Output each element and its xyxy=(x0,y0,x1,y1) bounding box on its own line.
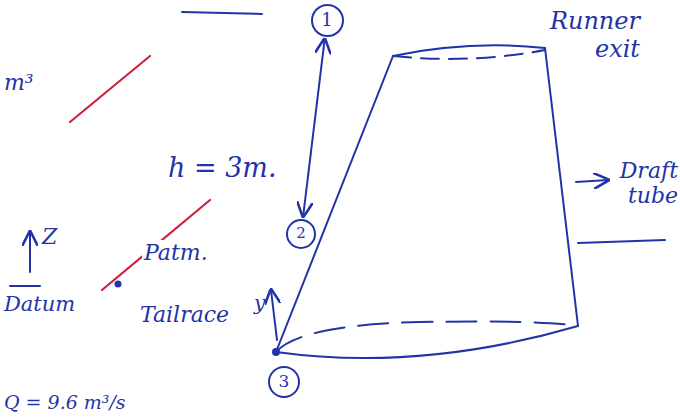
point-circle: 2 xyxy=(286,219,316,249)
sketch-label: Datum xyxy=(4,292,75,316)
sketch-label: y xyxy=(254,292,265,315)
dimension-arrow xyxy=(303,39,324,216)
ground-line xyxy=(578,240,665,243)
point-number: 3 xyxy=(279,372,290,392)
sketch-label: Patm. xyxy=(142,240,210,265)
dimension-label: h = 3m. xyxy=(168,152,277,183)
leader-arrow xyxy=(576,180,608,182)
datum-line xyxy=(10,285,40,287)
tube-wall xyxy=(545,48,578,326)
fragment-line xyxy=(182,12,262,14)
point-dot xyxy=(273,349,279,355)
strike-line xyxy=(102,200,210,290)
tube-outlet-rim xyxy=(276,322,578,353)
sketch-label: m³ xyxy=(4,70,34,95)
axis-arrow xyxy=(29,232,31,272)
datum-dot xyxy=(116,282,121,287)
sketch-label: Z xyxy=(42,224,57,249)
height-arrow xyxy=(271,290,277,340)
tube-wall xyxy=(276,56,393,352)
runner-exit-rim xyxy=(393,50,545,59)
sketch-label: Draft tube xyxy=(612,158,678,209)
point-circle: 1 xyxy=(311,4,344,37)
sketch-label: Q = 9.6 m³/s xyxy=(4,392,126,414)
point-number: 2 xyxy=(296,225,306,242)
sketch-label: Tailrace xyxy=(140,302,229,327)
tube-outlet-rim xyxy=(276,326,578,358)
sketch-label: Runner exit xyxy=(540,8,640,63)
strike-line xyxy=(70,56,150,122)
point-number: 1 xyxy=(321,10,332,31)
point-circle: 3 xyxy=(268,366,300,398)
